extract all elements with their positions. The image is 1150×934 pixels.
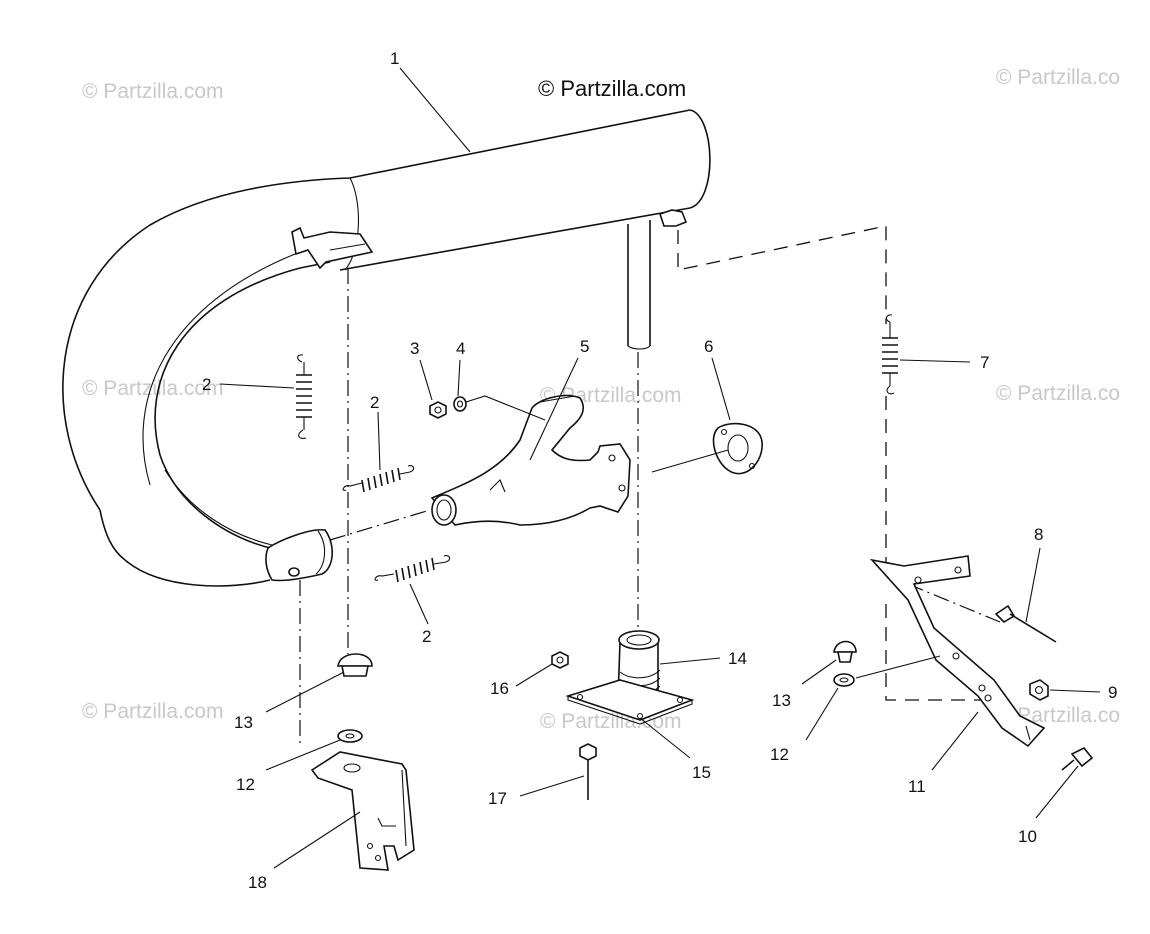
callout-1: 1 — [390, 49, 399, 68]
callout-3: 3 — [410, 339, 419, 358]
watermark: © Partzilla.com — [82, 80, 224, 103]
callout-16: 16 — [490, 679, 509, 698]
callout-13-right: 13 — [772, 691, 791, 710]
nut-part — [429, 401, 447, 419]
callout-18: 18 — [248, 873, 267, 892]
nut-9-part — [1029, 679, 1049, 701]
callout-15: 15 — [692, 763, 711, 782]
callout-13-left: 13 — [234, 713, 253, 732]
spring-right-part — [882, 314, 898, 395]
callout-10: 10 — [1018, 827, 1037, 846]
bolt-10-part — [1061, 746, 1094, 771]
watermark: © Partzilla.com — [82, 377, 224, 400]
watermark: © Partzilla.com — [82, 700, 224, 723]
bracket-18-part — [310, 751, 415, 871]
callout-8: 8 — [1034, 525, 1043, 544]
callout-12-left: 12 — [236, 775, 255, 794]
rod-8-part — [994, 604, 1057, 643]
callout-4: 4 — [456, 339, 465, 358]
muffler-part — [62, 109, 711, 587]
callout-17: 17 — [488, 789, 507, 808]
spring-lower-part — [374, 555, 451, 583]
nut-16-part — [551, 651, 569, 669]
spring-left-part — [296, 354, 312, 439]
callout-2-left: 2 — [202, 375, 211, 394]
bracket-11-part — [869, 555, 1046, 748]
washer-left-part — [337, 729, 363, 743]
callout-7: 7 — [980, 353, 989, 372]
washer-top-part — [453, 396, 467, 412]
gasket-part — [712, 422, 763, 475]
callout-12-right: 12 — [770, 745, 789, 764]
callout-2-lower: 2 — [422, 627, 431, 646]
plate-15-part — [565, 679, 695, 725]
spring-upper-part — [342, 465, 415, 493]
callout-14: 14 — [728, 649, 747, 668]
callout-5: 5 — [580, 337, 589, 356]
grommet-right-part — [833, 640, 857, 663]
callout-2-upper: 2 — [370, 393, 379, 412]
callout-11: 11 — [908, 777, 926, 796]
watermark: © Partzilla.com — [540, 710, 682, 733]
callout-6: 6 — [704, 337, 713, 356]
copyright-notice: © Partzilla.com — [538, 76, 686, 101]
grommet-left-part — [337, 653, 373, 677]
exhaust-pipe-part — [430, 394, 631, 526]
washer-right-part — [833, 673, 855, 687]
bolt-17-part — [579, 743, 597, 800]
callout-9: 9 — [1108, 683, 1117, 702]
watermark: © Partzilla.co — [996, 66, 1120, 89]
watermark: © Partzilla.co — [996, 382, 1120, 405]
